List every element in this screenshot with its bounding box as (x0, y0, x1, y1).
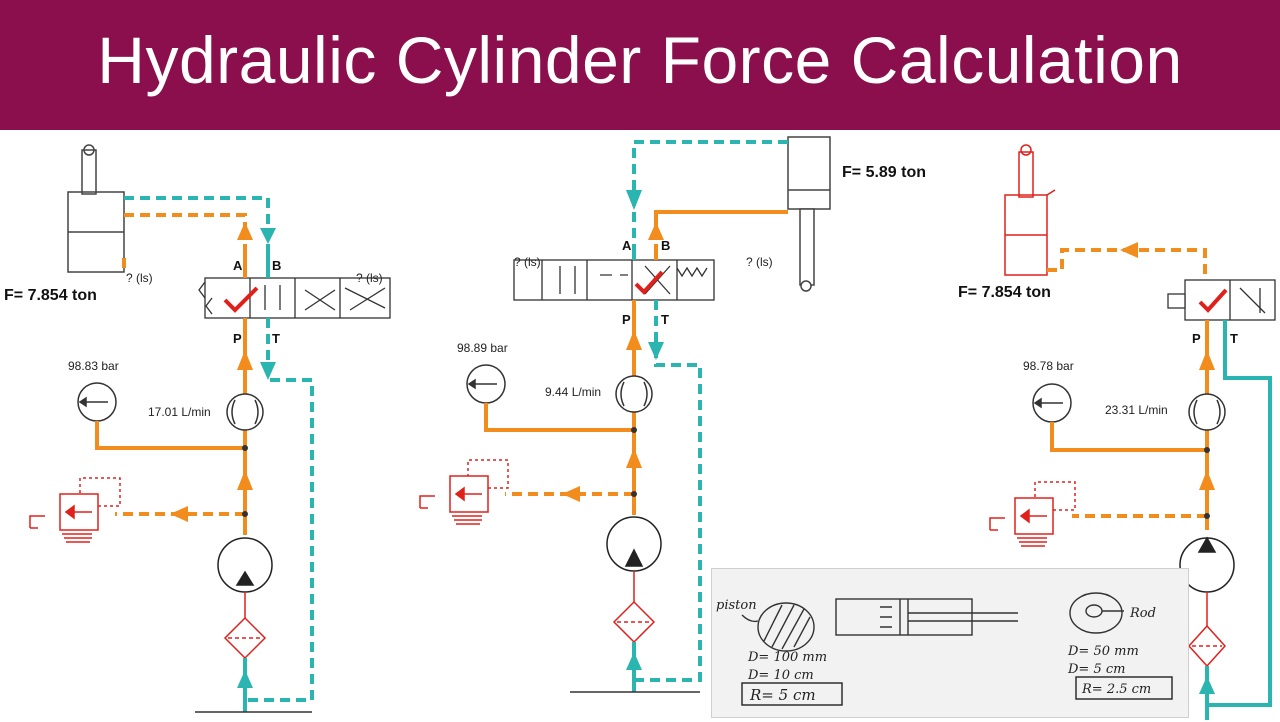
sensor-label: ? (ls) (514, 255, 541, 269)
pressure-gauge-3 (1032, 383, 1072, 423)
pump-2 (606, 516, 662, 572)
pressure-gauge-1 (77, 382, 117, 422)
filter-3 (1187, 624, 1227, 668)
force-label: F= 7.854 ton (958, 284, 1051, 301)
pump-1 (217, 537, 273, 593)
port-t-label: T (272, 331, 280, 346)
directional-valve-3 (1167, 279, 1276, 321)
cylinder-2 (787, 136, 831, 292)
port-p-label: P (1192, 331, 1201, 346)
filter-2 (612, 600, 656, 644)
sensor-label: ? (ls) (126, 271, 153, 285)
cylinder-1 (67, 144, 125, 273)
flow-reading: 9.44 L/min (545, 385, 601, 399)
handwritten-note: piston Rod D= 100 mm D= 10 cm R= 5 cm D=… (711, 568, 1189, 718)
hydraulic-diagrams: A B P T ? (ls) ? (ls) F= 7.854 ton 17.01… (4, 136, 1276, 720)
flow-meter-3 (1188, 393, 1226, 431)
pressure-reading: 98.89 bar (457, 341, 508, 355)
port-a-label: A (622, 238, 632, 253)
sensor-label: ? (ls) (746, 255, 773, 269)
active-check-icon (1198, 288, 1228, 313)
cylinder-3 (1004, 144, 1056, 276)
port-t-label: T (1230, 331, 1238, 346)
circuit-1: A B P T ? (ls) ? (ls) F= 7.854 ton 17.01… (4, 144, 391, 713)
force-label: F= 7.854 ton (4, 287, 97, 304)
port-a-label: A (233, 258, 243, 273)
circuit-2: F= 5.89 ton A B P T ? (ls) ? (ls) (419, 136, 926, 693)
note-sketch: piston Rod D= 100 mm D= 10 cm R= 5 cm D=… (716, 592, 1173, 706)
pressure-reading: 98.78 bar (1023, 359, 1074, 373)
circuit-3: F= 7.854 ton P T 23.31 L/min 98.78 bar (958, 144, 1276, 720)
rod-radius: R= 2.5 cm (1081, 682, 1151, 697)
relief-valve-2 (419, 459, 509, 525)
relief-valve-1 (29, 477, 121, 543)
pressure-reading: 98.83 bar (68, 359, 119, 373)
pump-3 (1179, 536, 1235, 593)
flow-meter-1 (226, 393, 264, 431)
port-t-label: T (661, 312, 669, 327)
piston-label: piston (716, 598, 757, 613)
active-check-icon (634, 270, 664, 295)
flow-meter-2 (615, 375, 653, 413)
title-banner: Hydraulic Cylinder Force Calculation (0, 0, 1280, 130)
filter-1 (223, 616, 267, 660)
force-label: F= 5.89 ton (842, 164, 926, 181)
piston-diameter-mm: D= 100 mm (747, 650, 827, 665)
cylinder-sketch (835, 598, 1018, 636)
port-b-label: B (661, 238, 670, 253)
flow-reading: 23.31 L/min (1105, 403, 1168, 417)
rod-sketch (1069, 592, 1124, 634)
port-b-label: B (272, 258, 281, 273)
relief-valve-3 (989, 481, 1076, 547)
rod-diameter-cm: D= 5 cm (1067, 662, 1125, 677)
pressure-line (124, 213, 247, 240)
piston-radius: R= 5 cm (749, 686, 816, 704)
rod-diameter-mm: D= 50 mm (1067, 644, 1139, 659)
piston-sketch (741, 602, 815, 652)
flow-reading: 17.01 L/min (148, 405, 211, 419)
piston-diameter-cm: D= 10 cm (747, 668, 814, 683)
sensor-label: ? (ls) (356, 271, 383, 285)
directional-valve-1 (198, 277, 391, 319)
return-line (124, 196, 270, 240)
pressure-gauge-2 (466, 364, 506, 404)
page-title: Hydraulic Cylinder Force Calculation (97, 23, 1183, 97)
active-check-icon (223, 286, 259, 313)
port-p-label: P (622, 312, 631, 327)
rod-label: Rod (1129, 606, 1156, 621)
port-p-label: P (233, 331, 242, 346)
directional-valve-2 (513, 259, 715, 301)
